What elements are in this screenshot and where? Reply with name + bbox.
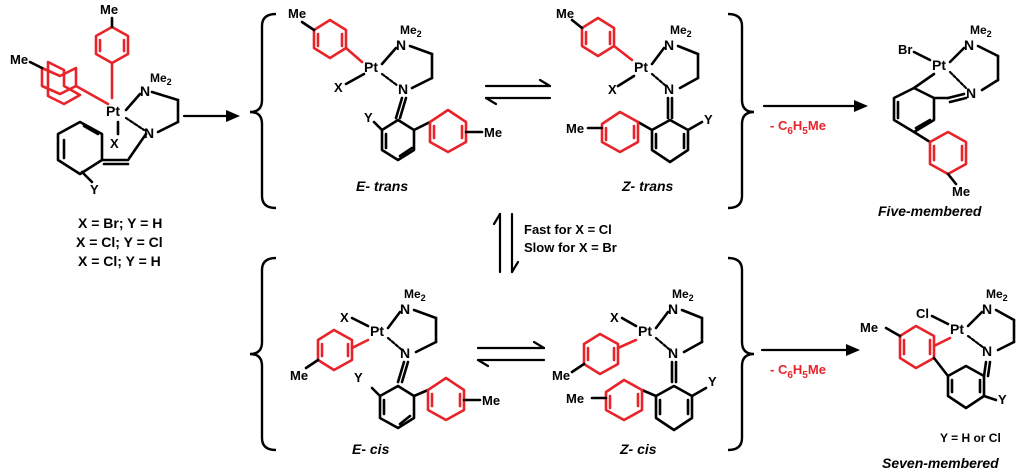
methyl-label: Me: [288, 6, 306, 21]
z-trans-structure: Me Pt X N Me2 N Y Me Z- trans: [556, 6, 713, 194]
note-fast: Fast for X = Cl: [524, 222, 612, 237]
n-label: N: [982, 301, 992, 317]
n-label: N: [398, 81, 408, 97]
pt-label: Pt: [364, 59, 378, 75]
n-label: N: [144, 125, 154, 141]
equilibrium-arrow-top: [484, 78, 552, 106]
e-cis-label: E- cis: [352, 441, 390, 457]
methyl-label: Me: [290, 368, 308, 383]
nme2-label: Me2: [400, 23, 422, 39]
n-label: N: [664, 37, 674, 53]
seven-membered-label: Seven-membered: [882, 455, 999, 471]
pt-label: Pt: [106, 103, 120, 119]
n-label: N: [982, 343, 992, 359]
methyl-label: Me: [566, 391, 584, 406]
elimination-label-bottom: - C6H5Me: [770, 362, 826, 381]
x-label: X: [608, 82, 617, 97]
methyl-label: Me: [552, 368, 570, 383]
z-cis-label: Z- cis: [619, 441, 657, 457]
elimination-label-top: - C6H5Me: [770, 118, 826, 137]
methyl-label: Me: [482, 393, 500, 408]
condition-1: X = Br; Y = H: [78, 215, 162, 231]
pt-label: Pt: [370, 323, 384, 339]
start-condition-list: X = Br; Y = H X = Cl; Y = Cl X = Cl; Y =…: [76, 215, 163, 269]
z-trans-label: Z- trans: [621, 178, 674, 194]
seven-condition: Y = H or Cl: [940, 431, 1001, 445]
right-brace-top: [727, 12, 755, 210]
methyl-label: Me: [952, 184, 970, 199]
methyl-label: Me: [556, 6, 574, 21]
z-cis-structure: X Pt N Me2 N Me Y Me Z- cis: [552, 287, 717, 457]
pt-label: Pt: [932, 57, 946, 73]
elimination-arrow-top: - C6H5Me: [762, 100, 868, 137]
y-label: Y: [364, 110, 373, 125]
e-trans-label: E- trans: [356, 178, 408, 194]
pt-label: Pt: [638, 323, 652, 339]
five-membered-label: Five-membered: [878, 203, 982, 219]
n-label: N: [964, 37, 974, 53]
nme2-label: Me2: [986, 287, 1008, 303]
nme2-label: Me2: [672, 287, 694, 303]
methyl-label: Me: [860, 320, 878, 335]
elimination-arrow-bottom: - C6H5Me: [760, 344, 860, 381]
y-label: Y: [704, 112, 713, 127]
nme2-label: Me2: [404, 287, 426, 303]
equilibrium-arrow-vertical: Fast for X = Cl Slow for X = Br: [492, 212, 617, 274]
pt-label: Pt: [634, 59, 648, 75]
methyl-label: Me: [10, 52, 28, 67]
n-label: N: [966, 85, 976, 101]
e-trans-structure: Me Pt X N Me2 N Y Me E- trans: [288, 6, 502, 194]
left-brace-bottom: [249, 256, 277, 452]
x-label: X: [110, 136, 119, 151]
starting-complex: Me Me Pt N Me2 N X Y: [10, 2, 180, 197]
y-label: Y: [708, 374, 717, 389]
right-brace-bottom: [727, 256, 755, 452]
nme2-label: Me2: [970, 23, 992, 39]
seven-membered-product: Cl Pt N Me2 N Me Y Y = H or Cl Seven-mem…: [860, 287, 1016, 471]
x-label: X: [334, 80, 343, 95]
x-label: X: [340, 310, 349, 325]
y-label: Y: [354, 370, 363, 385]
br-label: Br: [898, 42, 912, 57]
e-cis-structure: X Pt N Me2 N Me Y Me E- cis: [290, 287, 500, 457]
methyl-label: Me: [484, 125, 502, 140]
n-label: N: [668, 301, 678, 317]
reaction-arrow: [182, 110, 240, 122]
y-label: Y: [90, 182, 99, 197]
note-slow: Slow for X = Br: [524, 240, 617, 255]
pt-label: Pt: [950, 321, 964, 337]
cl-label: Cl: [916, 306, 929, 321]
n-label: N: [140, 83, 150, 99]
nme2-label: Me2: [670, 23, 692, 39]
left-brace-top: [249, 12, 277, 210]
methyl-label: Me: [566, 121, 584, 136]
equilibrium-arrow-bottom: [476, 340, 546, 368]
n-label: N: [400, 345, 410, 361]
y-label: Y: [998, 392, 1007, 407]
n-label: N: [400, 301, 410, 317]
n-label: N: [668, 345, 678, 361]
methyl-label: Me: [100, 2, 118, 17]
n-label: N: [396, 37, 406, 53]
nme2-label: Me2: [150, 71, 172, 87]
x-label: X: [610, 310, 619, 325]
five-membered-product: Br Pt N Me2 N Me Five-membered: [878, 23, 1000, 219]
condition-2: X = Cl; Y = Cl: [76, 234, 163, 250]
condition-3: X = Cl; Y = H: [78, 253, 161, 269]
n-label: N: [664, 81, 674, 97]
